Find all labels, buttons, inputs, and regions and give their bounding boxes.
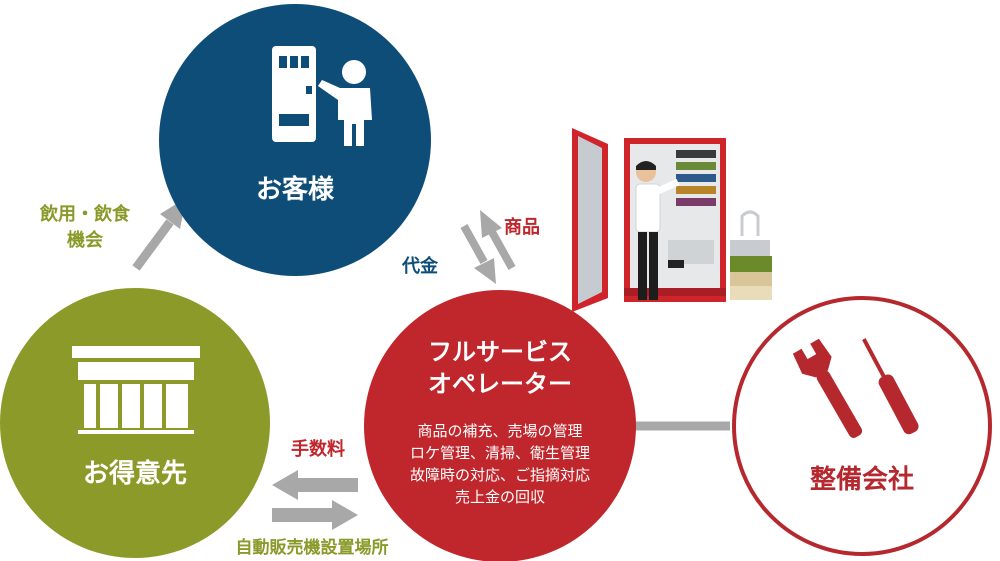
client-to-customer-label: 飲用・飲食 機会	[39, 203, 131, 251]
client-node: お得意先	[0, 288, 270, 558]
operator-restocking-vending-machine-illustration	[572, 128, 772, 312]
operator-to-client-label: 手数料	[291, 438, 345, 460]
operator-service-item: ロケ管理、清掃、衛生管理	[410, 444, 590, 462]
client-title: お得意先	[83, 458, 187, 489]
operator-to-customer-arrow	[480, 210, 516, 270]
customer-node: お客様	[159, 4, 431, 276]
worker-figure	[635, 161, 680, 300]
storefront-icon	[72, 346, 200, 434]
operator-to-customer-label: 商品	[504, 216, 540, 238]
wrench-and-screwdriver-icon	[792, 338, 919, 438]
product-shelves	[676, 150, 716, 206]
operator-service-item: 売上金の回収	[455, 488, 545, 506]
customer-title: お客様	[256, 174, 335, 205]
operator-services-list: 商品の補充、売場の管理 ロケ管理、清掃、衛生管理 故障時の対応、ご指摘対応 売上…	[410, 422, 590, 506]
client-to-customer-label-line1: 飲用・飲食	[39, 203, 131, 225]
customer-to-operator-arrow	[460, 224, 496, 284]
operator-node: フルサービス オペレーター 商品の補充、売場の管理 ロケ管理、清掃、衛生管理 故…	[364, 290, 636, 561]
operator-to-client-arrow	[272, 470, 358, 500]
operator-service-item: 商品の補充、売場の管理	[417, 422, 582, 440]
operator-title-line1: フルサービス	[428, 338, 572, 366]
hand-cart-with-boxes	[730, 210, 772, 300]
person-using-vending-machine-icon	[272, 46, 372, 146]
maintenance-title: 整備会社	[810, 464, 914, 495]
operator-service-item: 故障時の対応、ご指摘対応	[410, 466, 590, 484]
customer-to-operator-label: 代金	[401, 255, 439, 277]
client-to-operator-label: 自動販売機設置場所	[236, 537, 389, 558]
client-to-customer-label-line2: 機会	[67, 229, 103, 251]
maintenance-node: 整備会社	[732, 296, 992, 556]
client-to-operator-arrow	[272, 500, 358, 530]
operator-title-line2: オペレーター	[428, 370, 572, 398]
